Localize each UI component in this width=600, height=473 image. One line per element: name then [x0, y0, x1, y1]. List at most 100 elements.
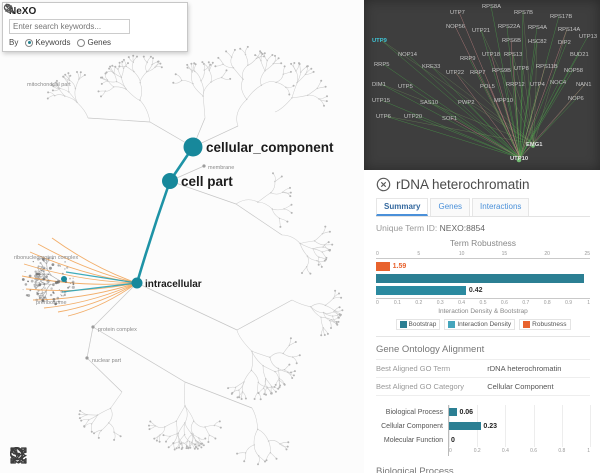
gene-node-UTP21[interactable]: UTP21 [472, 28, 490, 34]
go-alignment-heading: Gene Ontology Alignment [376, 344, 485, 355]
gene-node-NOC4[interactable]: NOC4 [550, 80, 567, 86]
search-panel: NeXO By Keywords Genes [2, 2, 188, 52]
go-alignment-table: Best Aligned GO Term rDNA heterochromati… [376, 359, 590, 396]
gene-node-RRP7[interactable]: RRP7 [470, 70, 485, 76]
tree-node-intracellular[interactable] [131, 277, 143, 289]
table-row: Best Aligned GO Term rDNA heterochromati… [376, 359, 590, 377]
gene-node-SAS10[interactable]: SAS10 [420, 100, 438, 106]
tree-node-cell_part[interactable] [162, 173, 178, 189]
gene-node-UTP8[interactable]: UTP8 [514, 66, 529, 72]
gene-node-RRP5[interactable]: RRP5 [374, 62, 389, 68]
gene-node-UTP7[interactable]: UTP7 [450, 10, 465, 16]
gene-node-RPS6B[interactable]: RPS6B [502, 38, 521, 44]
tab-interactions[interactable]: Interactions [472, 198, 530, 216]
bottom-axis-caption: Interaction Density & Bootstrap [438, 308, 528, 315]
go-category-label: Molecular Function [383, 436, 443, 444]
gene-node-HSC82[interactable]: HSC82 [528, 39, 547, 45]
expand-tree-button[interactable] [12, 445, 127, 468]
radio-keywords[interactable]: Keywords [25, 38, 70, 47]
legend-item: Bootstrap [395, 319, 441, 330]
gene-node-RRP9[interactable]: RRP9 [460, 56, 475, 62]
tree-term-label[interactable]: protein complex [98, 327, 137, 333]
gene-node-NOP14[interactable]: NOP14 [398, 52, 418, 58]
gene-node-NOP56[interactable]: NOP56 [446, 24, 465, 30]
chart-bar-interaction-density: 0.42 [376, 286, 590, 295]
radio-genes[interactable]: Genes [77, 38, 111, 47]
tree-node-cellular_component[interactable] [183, 137, 203, 157]
gene-node-RPS17B[interactable]: RPS17B [550, 14, 572, 20]
detail-header: rDNA heterochromatin [376, 177, 590, 192]
legend-item: Robustness [519, 319, 571, 330]
zoom-out-button[interactable] [9, 445, 63, 468]
biological-process-heading: Biological Process [376, 466, 454, 473]
gene-node-POL5[interactable]: POL5 [480, 84, 495, 90]
gene-node-UTP18[interactable]: UTP18 [482, 52, 500, 58]
gene-node-NOP6[interactable]: NOP6 [568, 96, 584, 102]
chart-bar-robustness: 1.59 [376, 262, 590, 271]
search-button[interactable] [3, 3, 147, 34]
gene-node-RPS4A[interactable]: RPS4A [528, 25, 547, 31]
search-input[interactable] [9, 19, 130, 34]
clear-button[interactable] [5, 5, 181, 34]
gene-node-RPS8A[interactable]: RPS8A [482, 4, 501, 10]
gene-node-UTP4[interactable]: UTP4 [530, 82, 546, 88]
search-mode-options: By Keywords Genes [9, 38, 181, 47]
reset-button[interactable] [5, 3, 164, 34]
gene-node-UTP6[interactable]: UTP6 [376, 114, 391, 120]
tree-node-label: intracellular [145, 279, 202, 290]
gene-node-UTP15[interactable]: UTP15 [372, 98, 390, 104]
gene-node-NOP58[interactable]: NOP58 [564, 68, 583, 74]
tree-term-label[interactable]: mitochondrial part [27, 82, 71, 88]
gene-node-DIP2[interactable]: DIP2 [558, 40, 571, 46]
gene-node-RRP12[interactable]: RRP12 [506, 82, 525, 88]
detail-tabs: Summary Genes Interactions [376, 198, 590, 217]
radio-genes-dot [77, 38, 86, 47]
term-title: rDNA heterochromatin [396, 177, 530, 192]
layers-button[interactable] [10, 445, 159, 468]
gene-node-BUD21[interactable]: BUD21 [570, 52, 589, 58]
gene-node-RPS22A[interactable]: RPS22A [498, 24, 520, 30]
gene-node-UTP22[interactable]: UTP22 [446, 70, 464, 76]
gene-node-KRE33[interactable]: KRE33 [422, 64, 440, 70]
gene-node-UTP13[interactable]: UTP13 [579, 34, 597, 40]
tree-term-label[interactable]: membrane [208, 165, 234, 171]
go-bar-row: 0 [451, 436, 455, 444]
tab-summary[interactable]: Summary [376, 198, 429, 216]
gene-node-PWP2[interactable]: PWP2 [458, 100, 474, 106]
gene-node-UTP9[interactable]: UTP9 [372, 38, 388, 44]
gene-node-EMG1[interactable]: EMG1 [526, 142, 543, 148]
term-detail-panel: rDNA heterochromatin Summary Genes Inter… [364, 170, 600, 473]
gene-node-UTP10[interactable]: UTP10 [510, 156, 528, 162]
gene-node-SOF1[interactable]: SOF1 [442, 116, 457, 122]
gene-node-RPS11B[interactable]: RPS11B [536, 64, 558, 70]
gene-node-UTP20[interactable]: UTP20 [404, 114, 422, 120]
gene-node-NAN1[interactable]: NAN1 [576, 82, 591, 88]
by-label: By [9, 38, 19, 47]
gene-node-UTP5[interactable]: UTP5 [398, 84, 413, 90]
map-controls [8, 445, 159, 468]
gene-node-RPS14A[interactable]: RPS14A [558, 27, 580, 33]
unique-term-id: Unique Term ID: NEXO:8854 [376, 223, 486, 233]
fit-to-screen-button[interactable] [10, 445, 95, 468]
term-robustness-title: Term Robustness [449, 238, 517, 248]
tree-node-label: cellular_component [206, 140, 334, 155]
chart-bar-bootstrap [376, 274, 590, 283]
gene-node-DIM1[interactable]: DIM1 [372, 82, 386, 88]
robustness-bars: 1.59 0.42 [376, 262, 590, 295]
gene-node-RPS7B[interactable]: RPS7B [514, 10, 533, 16]
tree-term-label[interactable]: nuclear part [92, 358, 122, 364]
close-x-icon [5, 5, 12, 12]
close-icon[interactable] [376, 177, 391, 192]
gene-node-RPS9B[interactable]: RPS9B [492, 68, 511, 74]
gene-node-MPP10[interactable]: MPP10 [494, 98, 513, 104]
gene-node-RPS13[interactable]: RPS13 [504, 52, 522, 58]
tree-term-label[interactable]: preribosome [36, 300, 67, 306]
tree-term-label[interactable]: ribonucleoprotein complex [14, 255, 78, 261]
tab-genes[interactable]: Genes [430, 198, 471, 216]
